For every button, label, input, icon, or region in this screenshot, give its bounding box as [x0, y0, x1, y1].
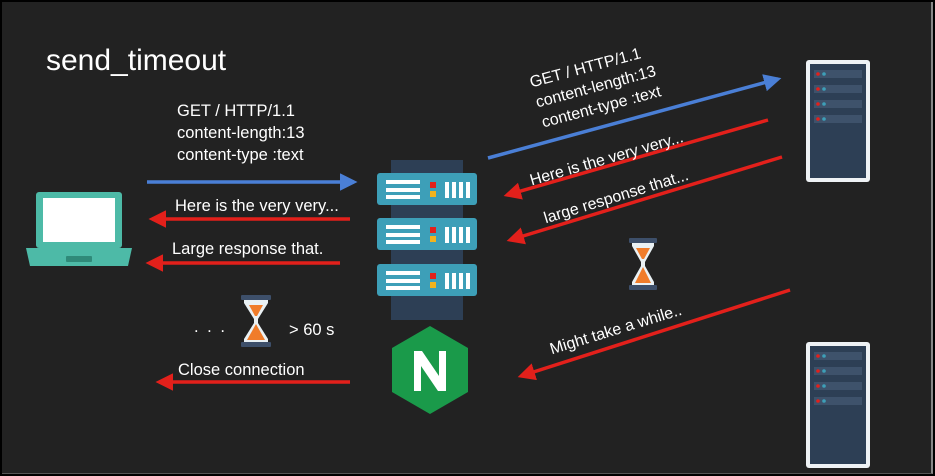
response-label: Here is the very very... [175, 197, 339, 215]
request-header: content-length:13 [177, 124, 305, 142]
upstream-server-icon [806, 342, 870, 468]
page-title: send_timeout [46, 44, 227, 77]
hourglass-icon [241, 295, 271, 347]
upstream-response-arrow [506, 155, 783, 245]
laptop-icon [26, 192, 132, 266]
upstream-response-arrow [503, 118, 769, 200]
hourglass-icon [629, 238, 657, 290]
request-line: GET / HTTP/1.1 [177, 102, 295, 120]
wait-time: > 60 s [289, 321, 335, 339]
close-label: Close connection [178, 361, 305, 379]
upstream-server-icon [806, 60, 870, 182]
upstream-wait-arrow [517, 288, 791, 381]
response-label: Large response that. [172, 240, 324, 258]
nginx-logo [392, 326, 468, 414]
wait-ellipsis: . . . [194, 318, 227, 336]
upstream-request-arrow [487, 74, 782, 160]
request-header: content-type :text [177, 146, 304, 164]
server-rack-icon [377, 160, 477, 320]
